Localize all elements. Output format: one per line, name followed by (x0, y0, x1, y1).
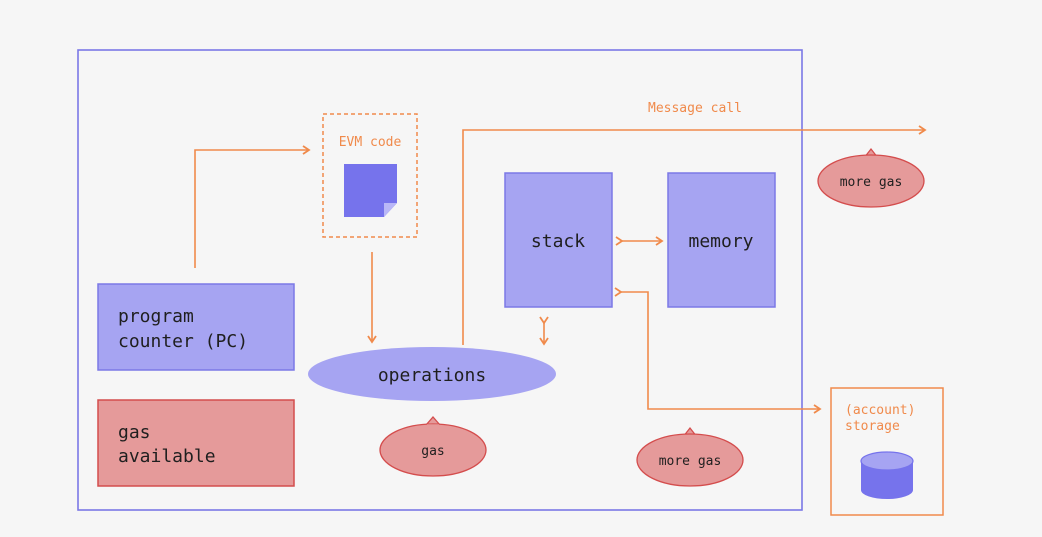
gas-available-label-line1: gas (118, 422, 151, 443)
arrow-message-call (462, 125, 927, 345)
operations-ellipse: operations (308, 347, 556, 401)
more-gas-bubble-bottom: more gas (636, 426, 744, 487)
connectors (194, 125, 927, 414)
gas-bubble: gas (379, 416, 487, 477)
account-storage-box: (account) storage (830, 387, 944, 516)
document-icon (344, 164, 397, 217)
storage-label-line2: storage (845, 419, 900, 434)
program-counter-label-line2: counter (PC) (118, 331, 248, 352)
evm-code-label: EVM code (339, 135, 402, 150)
program-counter-box: program counter (PC) (97, 283, 295, 371)
database-cylinder-icon (860, 451, 914, 499)
stack-box: stack (504, 172, 613, 308)
arrow-pc-to-evm-code (194, 145, 311, 268)
more-gas-bubble-top: more gas (817, 147, 925, 208)
evm-code-box: EVM code (322, 113, 418, 238)
more-gas-top-label: more gas (840, 175, 903, 190)
memory-box: memory (667, 172, 776, 308)
memory-label: memory (688, 231, 753, 252)
gas-available-label-line2: available (118, 446, 216, 467)
message-call-label: Message call (648, 101, 742, 116)
more-gas-bottom-label: more gas (659, 454, 722, 469)
arrow-stack-storage (614, 287, 822, 414)
operations-label: operations (378, 365, 486, 386)
program-counter-label-line1: program (118, 306, 194, 327)
storage-label-line1: (account) (845, 403, 915, 418)
stack-label: stack (531, 231, 585, 252)
gas-bubble-label: gas (421, 444, 444, 459)
gas-available-box: gas available (97, 399, 295, 487)
